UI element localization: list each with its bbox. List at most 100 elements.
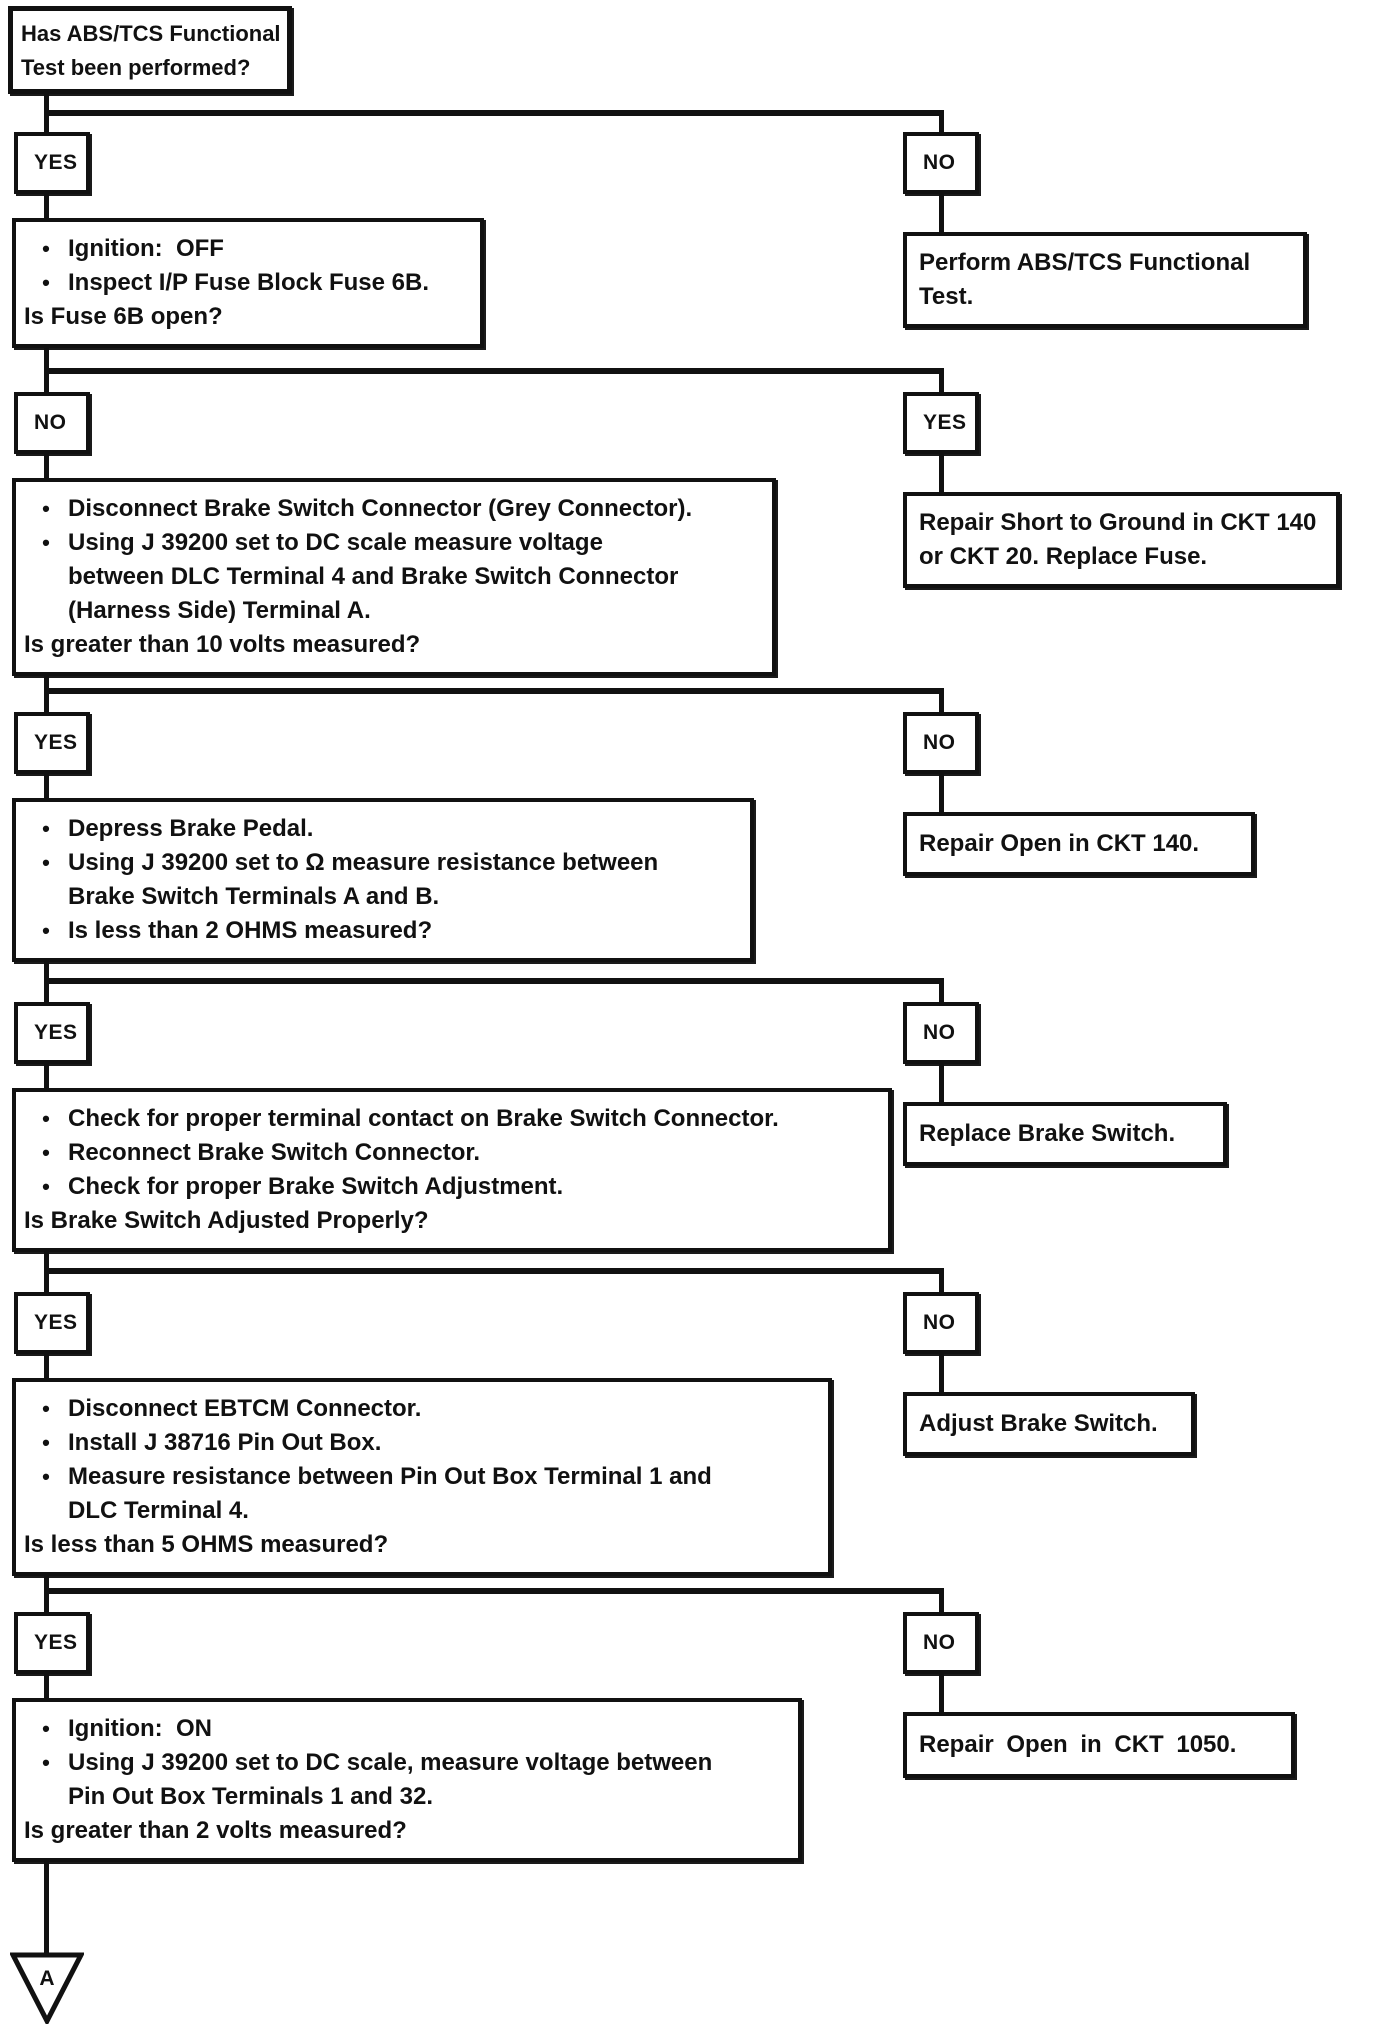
branch-label-yes: YES: [14, 1292, 90, 1354]
branch-label-yes: YES: [14, 1002, 90, 1064]
connector-line: [44, 374, 49, 392]
connector-line: [44, 962, 49, 984]
branch-label-no: NO: [903, 1292, 979, 1354]
step-node: •Ignition: ON•Using J 39200 set to DC sc…: [12, 1698, 802, 1862]
step-item-text: Measure resistance between Pin Out Box T…: [68, 1460, 712, 1528]
text-line: Pin Out Box Terminals 1 and 32.: [68, 1783, 433, 1810]
branch-label-text: NO: [923, 151, 956, 174]
branch-label-text: NO: [34, 411, 67, 434]
connector-line: [44, 1862, 49, 1956]
branch-label-no: NO: [903, 1612, 979, 1674]
step-item: •Using J 39200 set to Ω measure resistan…: [24, 846, 742, 914]
step-item: •Using J 39200 set to DC scale measure v…: [24, 526, 764, 628]
step-item-text: Inspect I/P Fuse Block Fuse 6B.: [68, 266, 429, 300]
connector-line: [44, 1354, 49, 1378]
step-item-text: Is greater than 10 volts measured?: [24, 628, 420, 662]
text-line: Check for proper terminal contact on Bra…: [68, 1105, 779, 1132]
outcome-node: Repair Open in CKT 140.: [903, 812, 1255, 876]
text-line: Using J 39200 set to DC scale, measure v…: [68, 1749, 713, 1776]
step-item-text: Disconnect EBTCM Connector.: [68, 1392, 421, 1426]
text-line: Using J 39200 set to DC scale measure vo…: [68, 529, 603, 556]
bullet-icon: •: [42, 270, 50, 295]
connector-line: [939, 454, 944, 492]
connector-line: [44, 194, 49, 218]
step-item: • Measure resistance between Pin Out Box …: [24, 1460, 820, 1528]
bullet-icon: •: [42, 1140, 50, 1165]
text-line: (Harness Side) Terminal A.: [68, 597, 371, 624]
step-item-text: Using J 39200 set to DC scale, measure v…: [68, 1746, 712, 1814]
branch-label-yes: YES: [14, 712, 90, 774]
branch-label-yes: YES: [14, 1612, 90, 1674]
step-item-text: Reconnect Brake Switch Connector.: [68, 1136, 480, 1170]
text-line: Is less than 2 OHMS measured?: [68, 917, 433, 944]
step-item-text: Using J 39200 set to DC scale measure vo…: [68, 526, 678, 628]
branch-label-text: YES: [34, 151, 78, 174]
connector-line: [44, 774, 49, 798]
text-line: Repair Short to Ground in CKT 140: [919, 509, 1317, 536]
step-item-text: Is less than 5 OHMS measured?: [24, 1528, 388, 1562]
connector-line: [939, 1268, 944, 1292]
connector-letter: A: [39, 1967, 54, 1990]
branch-split-line: [44, 368, 944, 374]
branch-label-text: YES: [923, 411, 967, 434]
branch-label-text: NO: [923, 1021, 956, 1044]
step-item-text: Is less than 2 OHMS measured?: [68, 914, 432, 948]
bullet-icon: •: [42, 1464, 50, 1489]
step-item: •Using J 39200 set to DC scale, measure …: [24, 1746, 790, 1814]
step-item-text: Is Brake Switch Adjusted Properly?: [24, 1204, 429, 1238]
text-line: Measure resistance between Pin Out Box T…: [68, 1463, 712, 1490]
connector-line: [939, 978, 944, 1002]
text-line: Brake Switch Terminals A and B.: [68, 883, 440, 910]
branch-label-text: YES: [34, 1021, 78, 1044]
text-line: Disconnect Brake Switch Connector (Grey …: [68, 495, 693, 522]
text-line: Inspect I/P Fuse Block Fuse 6B.: [68, 269, 430, 296]
text-line: Is less than 5 OHMS measured?: [24, 1531, 389, 1558]
connector-line: [44, 1674, 49, 1698]
step-item: Is Fuse 6B open?: [24, 300, 472, 334]
off-page-connector-a: A: [8, 1952, 86, 2029]
text-line: Adjust Brake Switch.: [919, 1410, 1158, 1437]
text-line: Is greater than 2 volts measured?: [24, 1817, 407, 1844]
connector-line: [939, 688, 944, 712]
branch-split-line: [44, 978, 944, 984]
connector-line: [939, 110, 944, 132]
connector-line: [44, 1594, 49, 1612]
text-line: Ignition: ON: [68, 1715, 212, 1742]
step-item: • Check for proper terminal contact on Br…: [24, 1102, 880, 1136]
step-item-text: Disconnect Brake Switch Connector (Grey …: [68, 492, 692, 526]
step-item: •Disconnect Brake Switch Connector (Grey…: [24, 492, 764, 526]
text-line: or CKT 20. Replace Fuse.: [919, 543, 1208, 570]
text-line: Disconnect EBTCM Connector.: [68, 1395, 422, 1422]
step-item-text: Is greater than 2 volts measured?: [24, 1814, 407, 1848]
outcome-node: Repair Open in CKT 1050.: [903, 1712, 1295, 1778]
connector-triangle-icon: A: [8, 1952, 86, 2027]
text-line: Reconnect Brake Switch Connector.: [68, 1139, 481, 1166]
bullet-icon: •: [42, 1174, 50, 1199]
branch-label-text: NO: [923, 1311, 956, 1334]
connector-line: [44, 1252, 49, 1274]
connector-line: [939, 1588, 944, 1612]
step-node: •Disconnect Brake Switch Connector (Grey…: [12, 478, 776, 676]
step-item: •Depress Brake Pedal.: [24, 812, 742, 846]
branch-label-no: NO: [903, 1002, 979, 1064]
step-item: •Ignition: ON: [24, 1712, 790, 1746]
branch-split-line: [44, 1268, 944, 1274]
bullet-icon: •: [42, 1396, 50, 1421]
branch-label-no: NO: [903, 132, 979, 194]
step-node: •Ignition: OFF•Inspect I/P Fuse Block Fu…: [12, 218, 484, 348]
text-line: Test been performed?: [21, 55, 251, 80]
branch-label-text: YES: [34, 1311, 78, 1334]
bullet-icon: •: [42, 1106, 50, 1131]
branch-label-no: NO: [903, 712, 979, 774]
branch-label-no: NO: [14, 392, 90, 454]
step-item: Is Brake Switch Adjusted Properly?: [24, 1204, 880, 1238]
branch-split-line: [44, 110, 944, 116]
text-line: Repair Open in CKT 140.: [919, 830, 1200, 857]
branch-label-yes: YES: [14, 132, 90, 194]
branch-label-text: YES: [34, 731, 78, 754]
text-line: Has ABS/TCS Functional: [21, 21, 281, 46]
bullet-icon: •: [42, 816, 50, 841]
step-item: • Inspect I/P Fuse Block Fuse 6B.: [24, 266, 472, 300]
